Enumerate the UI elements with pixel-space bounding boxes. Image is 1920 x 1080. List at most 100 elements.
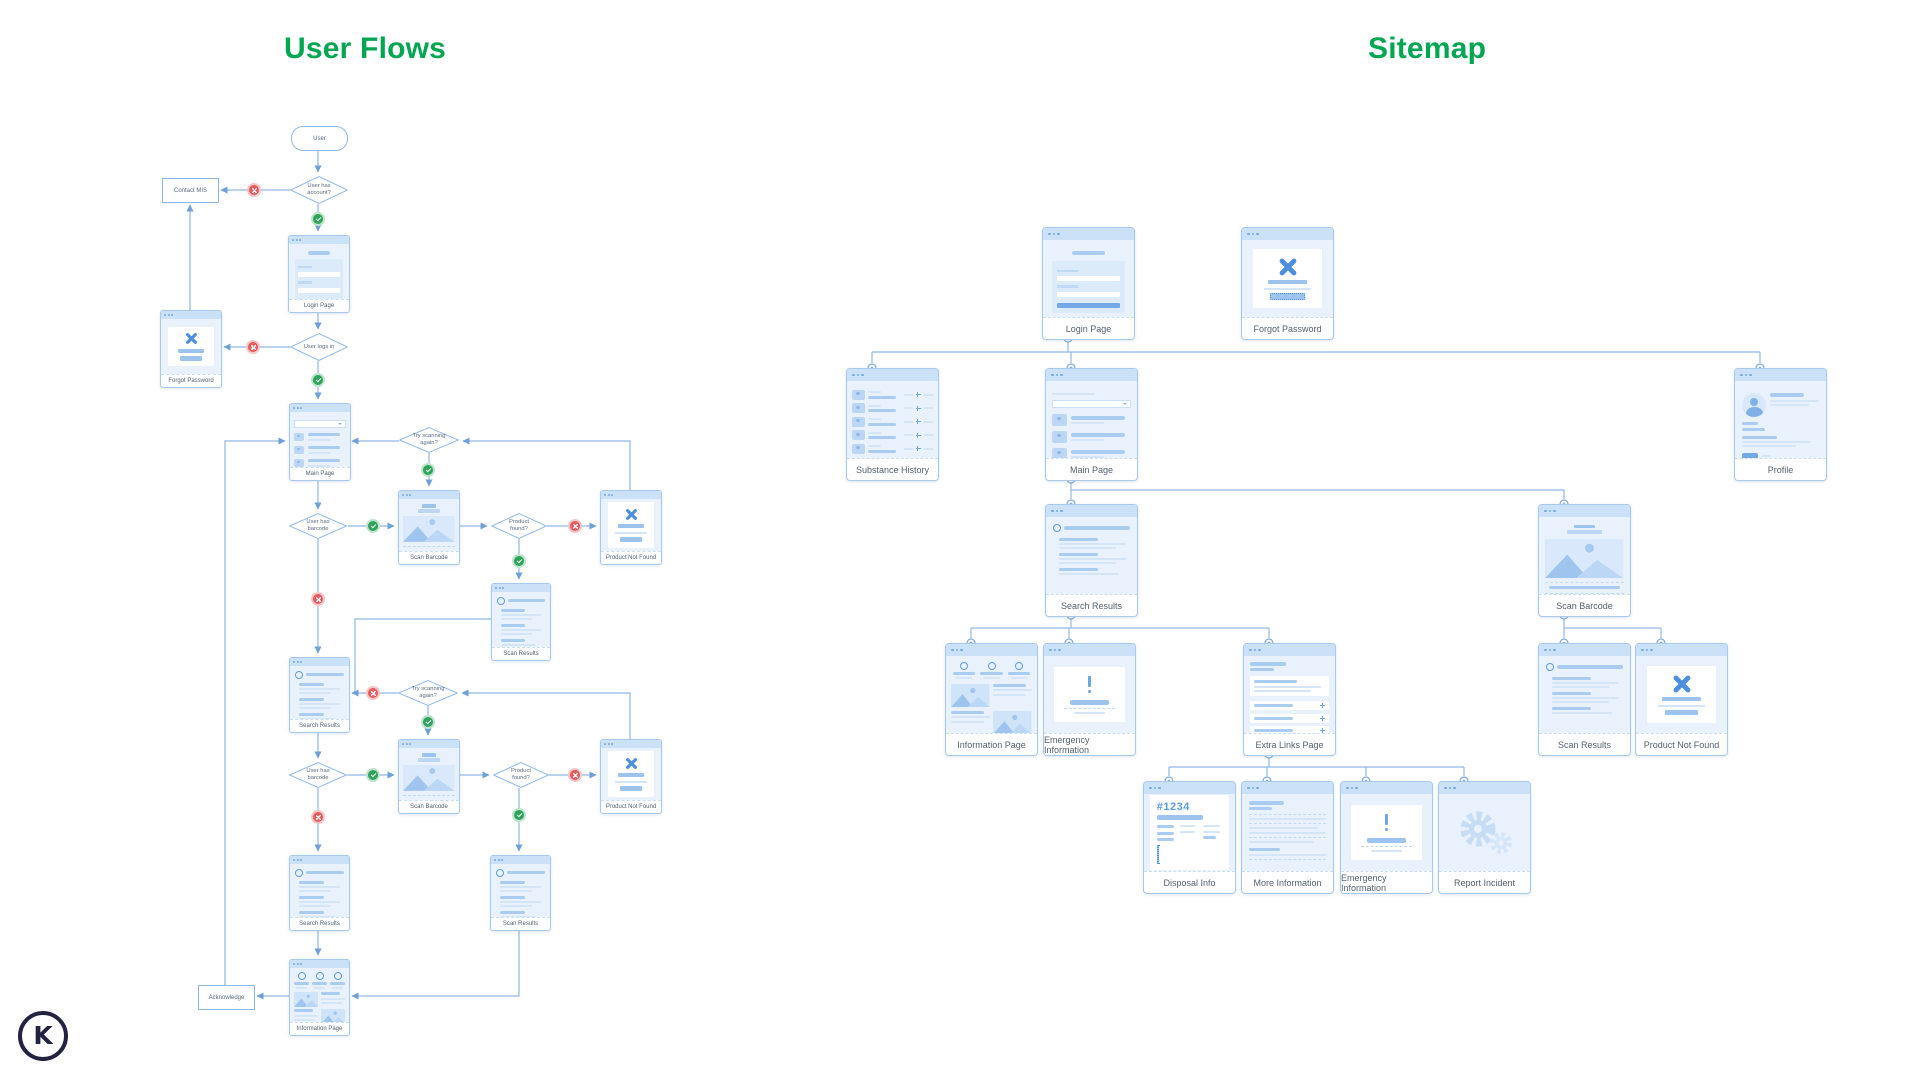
flow-card-search-results-1[interactable]: Search Results — [289, 657, 350, 733]
sitemap-card-main-page[interactable]: Main Page — [1045, 368, 1138, 481]
sitemap-card-product-not-found[interactable]: Product Not Found — [1635, 643, 1728, 756]
gear-icon — [495, 868, 504, 877]
browser-chrome — [1043, 228, 1134, 240]
flow-card-product-not-found-1[interactable]: Product Not Found — [600, 490, 662, 565]
sitemap-card-emergency-information-2[interactable]: Emergency Information — [1340, 781, 1433, 894]
node-label: Scan Results — [1539, 733, 1630, 755]
node-label: User has account? — [307, 183, 331, 196]
exclamation-icon — [1385, 813, 1388, 825]
flow-box-contact[interactable]: Contact MIS — [162, 178, 219, 203]
information-wireframe — [946, 656, 1037, 733]
results-wireframe — [290, 864, 349, 917]
flow-card-scan-barcode-2[interactable]: Scan Barcode — [398, 739, 460, 814]
sitemap-card-scan-barcode[interactable]: Scan Barcode — [1538, 504, 1631, 617]
browser-chrome — [1242, 228, 1333, 240]
browser-chrome — [1144, 782, 1235, 794]
browser-chrome — [492, 584, 550, 592]
no-badge — [248, 342, 258, 352]
results-wireframe — [1046, 517, 1137, 594]
flow-card-scan-results-2[interactable]: Scan Results — [490, 855, 551, 931]
decision-has-barcode-1[interactable]: User has barcode — [289, 513, 347, 539]
node-label: Information Page — [946, 733, 1037, 755]
no-badge — [313, 594, 323, 604]
decision-has-barcode-2[interactable]: User has barcode — [289, 762, 347, 788]
search-bar-placeholder — [294, 419, 346, 428]
feature-icon — [959, 662, 968, 671]
sitemap-card-emergency-information-1[interactable]: Emergency Information — [1043, 643, 1136, 756]
browser-chrome — [847, 369, 938, 381]
plus-icon — [915, 419, 921, 425]
node-label: Try scanning again? — [412, 433, 446, 446]
decision-user-logs-in[interactable]: User logs in — [290, 333, 348, 361]
no-badge — [249, 185, 259, 195]
gear-icon — [1053, 524, 1062, 533]
node-label: Login Page — [1043, 317, 1134, 339]
node-label: Product Not Found — [601, 800, 661, 813]
decision-try-scanning-again-2[interactable]: Try scanning again? — [398, 680, 458, 706]
node-label: Scan Barcode — [399, 551, 459, 564]
diamond-shape — [493, 762, 549, 788]
browser-chrome — [1044, 644, 1135, 656]
gear-icon — [294, 868, 303, 877]
plus-icon — [1319, 703, 1325, 709]
no-badge — [368, 688, 378, 698]
flow-box-acknowledge[interactable]: Acknowledge — [198, 985, 255, 1010]
results-wireframe — [290, 666, 349, 719]
text-wireframe — [1242, 794, 1333, 871]
sitemap-card-search-results[interactable]: Search Results — [1045, 504, 1138, 617]
node-label: Scan Results — [491, 917, 550, 930]
browser-chrome — [290, 404, 350, 412]
node-label: User has barcode — [306, 519, 330, 532]
sitemap-card-forgot-password[interactable]: Forgot Password — [1241, 227, 1334, 340]
feature-icon — [315, 972, 324, 981]
yes-badge — [368, 521, 378, 531]
emergency-wireframe — [1341, 794, 1432, 871]
no-badge — [570, 770, 580, 780]
flow-card-main-page[interactable]: Main Page — [289, 403, 351, 481]
plus-icon — [915, 432, 921, 438]
main-page-wireframe — [1046, 381, 1137, 458]
main-page-wireframe — [290, 412, 350, 467]
document-number: #1234 — [1156, 801, 1190, 813]
sitemap-card-login-page[interactable]: Login Page — [1042, 227, 1135, 340]
node-label: Forgot Password — [161, 374, 221, 387]
node-label: Emergency Information — [1341, 871, 1432, 893]
search-bar-placeholder — [1052, 399, 1131, 408]
browser-chrome — [1735, 369, 1826, 381]
sitemap-card-disposal-info[interactable]: #1234 Disposal Info — [1143, 781, 1236, 894]
diamond-shape — [491, 513, 547, 539]
decision-has-account[interactable]: User has account? — [290, 176, 348, 204]
flow-card-forgot-password[interactable]: Forgot Password — [160, 310, 222, 388]
flow-card-product-not-found-2[interactable]: Product Not Found — [600, 739, 662, 814]
sitemap-card-scan-results[interactable]: Scan Results — [1538, 643, 1631, 756]
node-label: Login Page — [289, 299, 349, 312]
sitemap-card-more-information[interactable]: More Information — [1241, 781, 1334, 894]
decision-product-found-2[interactable]: Product found? — [493, 762, 549, 788]
flow-card-search-results-2[interactable]: Search Results — [289, 855, 350, 931]
browser-chrome — [290, 960, 349, 968]
sitemap-card-information-page[interactable]: Information Page — [945, 643, 1038, 756]
feature-icon — [987, 662, 996, 671]
flow-card-login-page[interactable]: Login Page — [288, 235, 350, 313]
sitemap-card-substance-history[interactable]: Substance History — [846, 368, 939, 481]
flow-card-information-page[interactable]: Information Page — [289, 959, 350, 1036]
avatar — [1742, 393, 1767, 418]
sitemap-card-profile[interactable]: Profile — [1734, 368, 1827, 481]
flow-card-scan-barcode-1[interactable]: Scan Barcode — [398, 490, 460, 565]
node-label: Search Results — [290, 719, 349, 732]
yes-badge — [514, 810, 524, 820]
decision-product-found-1[interactable]: Product found? — [491, 513, 547, 539]
plus-icon — [1319, 715, 1325, 721]
sitemap-card-report-incident[interactable]: Report Incident — [1438, 781, 1531, 894]
feature-icon — [297, 972, 306, 981]
decision-try-scanning-again-1[interactable]: Try scanning again? — [399, 427, 459, 453]
flow-start-user[interactable]: User — [291, 126, 348, 151]
browser-chrome — [290, 658, 349, 666]
node-label: More Information — [1242, 871, 1333, 893]
sitemap-card-extra-links-page[interactable]: Extra Links Page — [1243, 643, 1336, 756]
scan-wireframe — [1539, 517, 1630, 594]
error-wireframe — [601, 748, 661, 800]
flow-card-scan-results-1[interactable]: Scan Results — [491, 583, 551, 661]
